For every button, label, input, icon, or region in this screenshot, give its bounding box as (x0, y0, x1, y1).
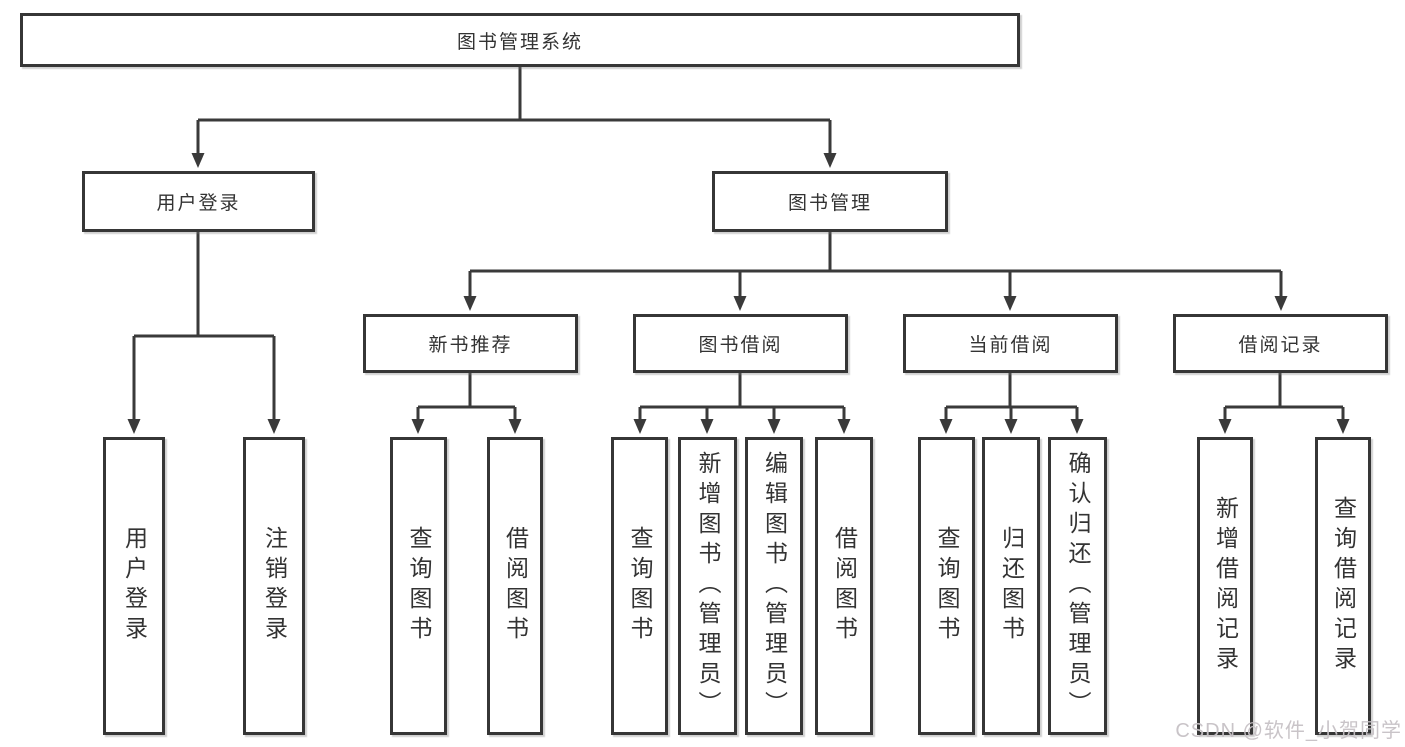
leaf-rec-borrow-book: 借阅图书 (487, 437, 543, 735)
leaf-rec-query-book: 查询图书 (390, 437, 447, 735)
node-borrow-records: 借阅记录 (1173, 314, 1388, 373)
leaf-bb-borrow-book: 借阅图书 (815, 437, 873, 735)
leaf-cb-confirm-return-admin: 确认归还（管理员） (1048, 437, 1107, 735)
connector-user-login-to-leaves (132, 232, 276, 420)
connector-new-book-recommend-to-leaves (416, 373, 517, 420)
leaf-bb-query-book: 查询图书 (611, 437, 668, 735)
leaf-user-login: 用户登录 (103, 437, 165, 735)
node-current-borrow: 当前借阅 (903, 314, 1118, 373)
leaf-cb-query-book: 查询图书 (918, 437, 975, 735)
connector-borrow-records-to-leaves (1223, 373, 1345, 420)
leaf-logout: 注销登录 (243, 437, 305, 735)
node-root: 图书管理系统 (20, 13, 1020, 67)
connector-root-to-level2 (196, 67, 832, 156)
leaf-br-query-record: 查询借阅记录 (1315, 437, 1371, 735)
connector-current-borrow-to-leaves (944, 373, 1079, 420)
leaf-br-add-record: 新增借阅记录 (1197, 437, 1253, 735)
arrowheads (127, 153, 1350, 434)
node-book-management: 图书管理 (712, 171, 948, 232)
connector-book-borrow-to-leaves (638, 373, 846, 420)
csdn-watermark: CSDN @软件_小贺同学 (1175, 720, 1402, 742)
node-user-login: 用户登录 (82, 171, 315, 232)
node-book-borrow: 图书借阅 (633, 314, 848, 373)
leaf-bb-edit-book-admin: 编辑图书（管理员） (745, 437, 803, 735)
leaf-bb-add-book-admin: 新增图书（管理员） (678, 437, 737, 735)
connector-book-management-to-level3 (468, 232, 1283, 297)
node-new-book-recommend: 新书推荐 (363, 314, 578, 373)
leaf-cb-return-book: 归还图书 (982, 437, 1040, 735)
